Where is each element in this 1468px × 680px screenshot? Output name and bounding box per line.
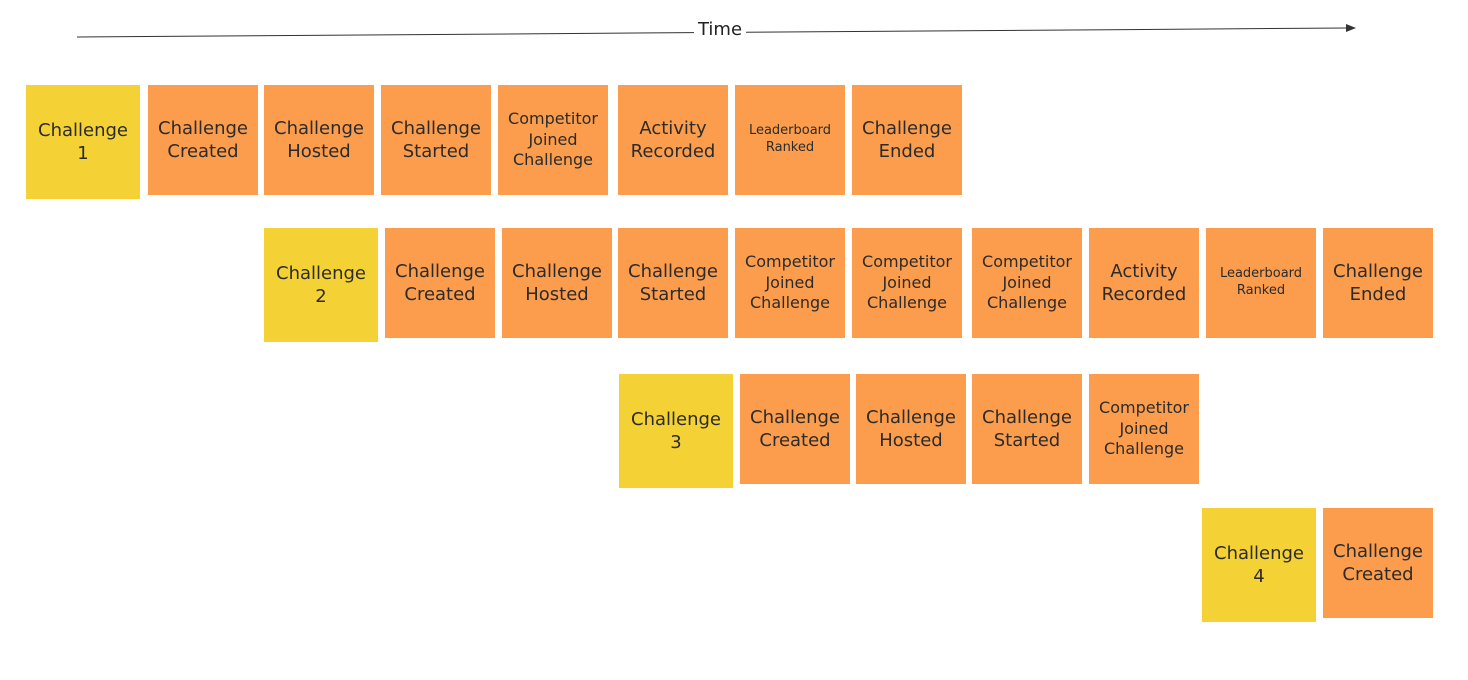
event-note-competitor-joined-challenge[interactable]: Competitor Joined Challenge	[1089, 374, 1199, 484]
event-note-label: Challenge Created	[750, 406, 840, 451]
event-note-label: Challenge Ended	[862, 117, 952, 162]
event-note-label: Challenge Started	[628, 260, 718, 305]
challenge-note-4[interactable]: Challenge 4	[1202, 508, 1316, 622]
event-note-label: Challenge Started	[391, 117, 481, 162]
event-note-challenge-ended[interactable]: Challenge Ended	[852, 85, 962, 195]
challenge-note-1[interactable]: Challenge 1	[26, 85, 140, 199]
event-note-label: Leaderboard Ranked	[1219, 266, 1303, 298]
event-note-label: Activity Recorded	[630, 117, 716, 162]
event-note-activity-recorded[interactable]: Activity Recorded	[618, 85, 728, 195]
event-note-challenge-hosted[interactable]: Challenge Hosted	[502, 228, 612, 338]
event-note-label: Leaderboard Ranked	[748, 123, 832, 155]
event-note-challenge-created[interactable]: Challenge Created	[740, 374, 850, 484]
event-note-label: Competitor Joined Challenge	[745, 251, 835, 313]
challenge-note-2[interactable]: Challenge 2	[264, 228, 378, 342]
event-note-challenge-started[interactable]: Challenge Started	[972, 374, 1082, 484]
challenge-note-3[interactable]: Challenge 3	[619, 374, 733, 488]
event-note-competitor-joined-challenge[interactable]: Competitor Joined Challenge	[498, 85, 608, 195]
event-note-label: Challenge Hosted	[512, 260, 602, 305]
event-note-activity-recorded[interactable]: Activity Recorded	[1089, 228, 1199, 338]
event-note-label: Competitor Joined Challenge	[508, 108, 598, 170]
event-note-challenge-created[interactable]: Challenge Created	[1323, 508, 1433, 618]
time-axis-label: Time	[694, 19, 746, 41]
event-note-challenge-created[interactable]: Challenge Created	[148, 85, 258, 195]
event-note-label: Activity Recorded	[1101, 260, 1187, 305]
time-arrow-head-icon	[1346, 24, 1356, 32]
event-note-challenge-started[interactable]: Challenge Started	[381, 85, 491, 195]
event-note-competitor-joined-challenge[interactable]: Competitor Joined Challenge	[852, 228, 962, 338]
event-note-competitor-joined-challenge[interactable]: Competitor Joined Challenge	[972, 228, 1082, 338]
event-note-label: Challenge Created	[1333, 540, 1423, 585]
challenge-note-label: Challenge 1	[38, 119, 128, 164]
event-note-competitor-joined-challenge[interactable]: Competitor Joined Challenge	[735, 228, 845, 338]
event-note-challenge-started[interactable]: Challenge Started	[618, 228, 728, 338]
event-note-leaderboard-ranked[interactable]: Leaderboard Ranked	[1206, 228, 1316, 338]
challenge-note-label: Challenge 2	[276, 262, 366, 307]
event-note-label: Challenge Ended	[1333, 260, 1423, 305]
event-note-label: Challenge Hosted	[866, 406, 956, 451]
event-note-label: Challenge Created	[395, 260, 485, 305]
event-note-label: Competitor Joined Challenge	[1099, 397, 1189, 459]
event-note-label: Challenge Hosted	[274, 117, 364, 162]
event-note-challenge-ended[interactable]: Challenge Ended	[1323, 228, 1433, 338]
event-note-label: Competitor Joined Challenge	[862, 251, 952, 313]
challenge-note-label: Challenge 4	[1214, 542, 1304, 587]
event-note-label: Competitor Joined Challenge	[982, 251, 1072, 313]
event-note-leaderboard-ranked[interactable]: Leaderboard Ranked	[735, 85, 845, 195]
event-note-challenge-hosted[interactable]: Challenge Hosted	[264, 85, 374, 195]
event-note-challenge-created[interactable]: Challenge Created	[385, 228, 495, 338]
event-note-label: Challenge Started	[982, 406, 1072, 451]
event-note-challenge-hosted[interactable]: Challenge Hosted	[856, 374, 966, 484]
event-note-label: Challenge Created	[158, 117, 248, 162]
challenge-note-label: Challenge 3	[631, 408, 721, 453]
